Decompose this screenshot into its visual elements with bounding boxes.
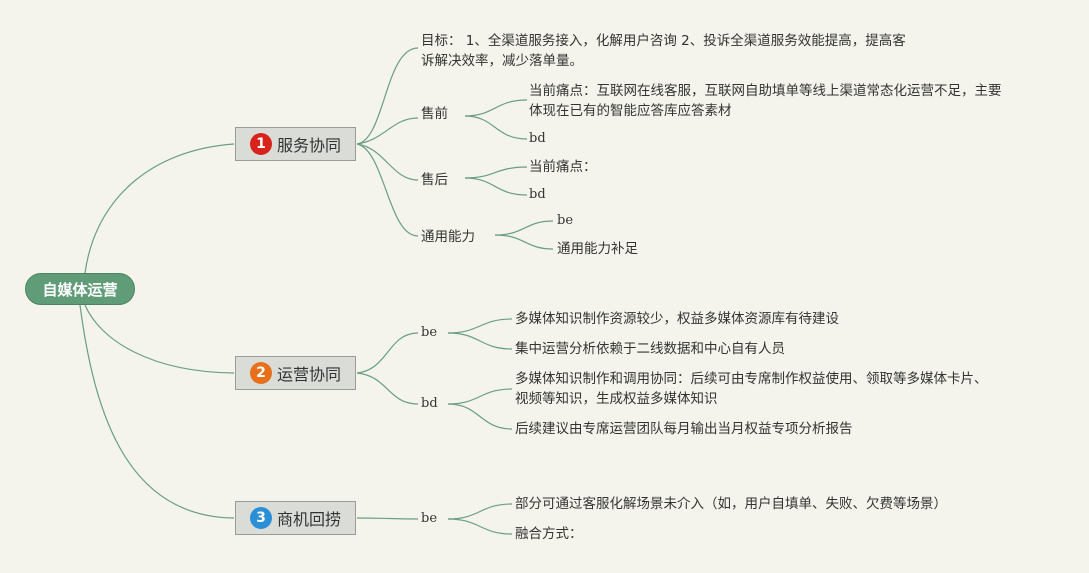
goal-line-2: 诉解决效率，减少落单量。 [421, 53, 583, 69]
number-badge-1: 1 [250, 133, 272, 155]
ops-bd-item-1[interactable]: 多媒体知识制作和调用协同：后续可由专席制作权益使用、领取等多媒体卡片、 视频等知… [515, 369, 988, 409]
link-b3be-1 [447, 503, 513, 520]
link-b2bd-1 [447, 388, 513, 405]
opp-be-item-1[interactable]: 部分可通过客服化解场景未介入（如，用户自填单、失败、欠费等场景） [515, 496, 947, 512]
ops-bd-item-1-line-2: 视频等知识，生成权益多媒体知识 [515, 391, 718, 407]
link-b3be-2 [447, 518, 513, 535]
link-b2bd-2 [447, 403, 513, 430]
link-general-supplement [494, 234, 554, 250]
general-supplement-node[interactable]: 通用能力补足 [557, 241, 638, 257]
branch-label: 服务协同 [277, 136, 342, 155]
link-b3-be [356, 517, 419, 520]
root-node[interactable]: 自媒体运营 [25, 273, 135, 305]
link-aftersale-bd [464, 177, 528, 196]
branch-service-collab[interactable]: 1 服务协同 [235, 127, 356, 161]
ops-be-item-2[interactable]: 集中运营分析依赖于二线数据和中心自有人员 [515, 341, 785, 357]
ops-be-node[interactable]: be [421, 325, 438, 340]
opp-be-node[interactable]: be [421, 511, 438, 526]
link-b1-presale [356, 117, 419, 145]
number-badge-3: 3 [250, 507, 272, 529]
number-badge-2: 2 [250, 362, 272, 384]
branch-label: 运营协同 [277, 365, 342, 384]
aftersale-pain-node[interactable]: 当前痛点： [529, 159, 597, 175]
general-be-node[interactable]: be [557, 213, 574, 228]
presale-pain-node[interactable]: 当前痛点：互联网在线客服，互联网自助填单等线上渠道常态化运营不足，主要 体现在已… [529, 81, 1002, 121]
link-b2be-2 [447, 332, 513, 350]
presale-node[interactable]: 售前 [421, 106, 448, 122]
branch-label: 商机回捞 [277, 510, 342, 529]
link-b1-general [356, 143, 419, 237]
link-presale-pain [464, 99, 528, 117]
link-root-b2 [84, 304, 235, 374]
link-b2-bd [356, 372, 419, 405]
aftersale-node[interactable]: 售后 [421, 172, 448, 188]
link-presale-bd [464, 115, 528, 140]
aftersale-bd-node[interactable]: bd [529, 187, 546, 202]
link-root-b1 [84, 143, 235, 274]
presale-pain-line-2: 体现在已有的智能应答库应答素材 [529, 103, 732, 119]
link-b2be-1 [447, 318, 513, 334]
ops-bd-item-2[interactable]: 后续建议由专席运营团队每月输出当月权益专项分析报告 [515, 421, 853, 437]
presale-pain-line-1: 当前痛点：互联网在线客服，互联网自助填单等线上渠道常态化运营不足，主要 [529, 83, 1002, 99]
link-b1-aftersale [356, 143, 419, 181]
link-general-be [494, 220, 554, 236]
ops-bd-node[interactable]: bd [421, 396, 438, 411]
goal-node[interactable]: 目标： 1、全渠道服务接入，化解用户咨询 2、投诉全渠道服务效能提高，提高客 诉… [421, 31, 906, 71]
ops-bd-item-1-line-1: 多媒体知识制作和调用协同：后续可由专席制作权益使用、领取等多媒体卡片、 [515, 371, 988, 387]
goal-line-1: 目标： 1、全渠道服务接入，化解用户咨询 2、投诉全渠道服务效能提高，提高客 [421, 33, 906, 49]
link-aftersale-pain [464, 166, 528, 179]
opp-be-item-2[interactable]: 融合方式： [515, 526, 583, 542]
link-root-b3 [79, 304, 235, 519]
link-b2-be [356, 332, 419, 374]
general-ability-node[interactable]: 通用能力 [421, 229, 475, 245]
branch-ops-collab[interactable]: 2 运营协同 [235, 356, 356, 390]
presale-bd-node[interactable]: bd [529, 131, 546, 146]
link-b1-goal [356, 47, 419, 145]
branch-opportunity-recovery[interactable]: 3 商机回捞 [235, 501, 356, 535]
ops-be-item-1[interactable]: 多媒体知识制作资源较少，权益多媒体资源库有待建设 [515, 311, 839, 327]
